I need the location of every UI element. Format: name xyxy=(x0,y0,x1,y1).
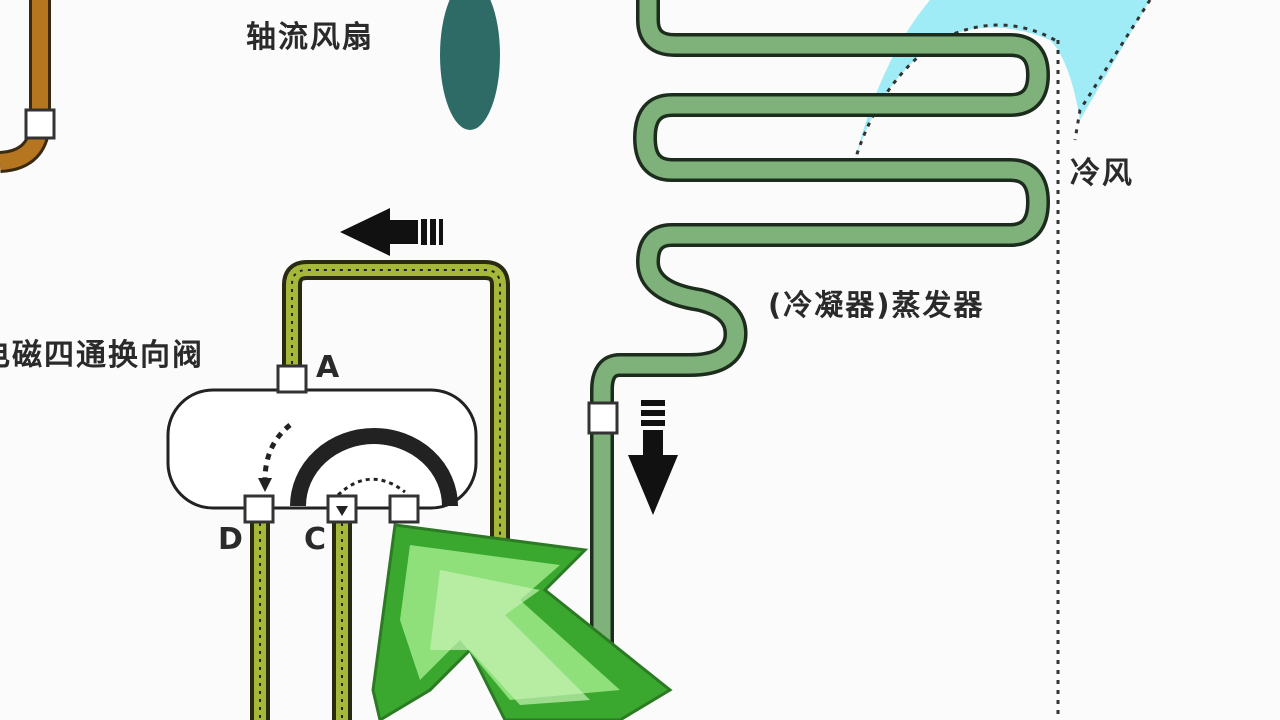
cold-air-flow xyxy=(855,0,1150,160)
pipe-joint xyxy=(587,401,619,435)
valve-slider xyxy=(290,428,458,507)
port-a-label: A xyxy=(316,350,342,385)
port-c xyxy=(326,494,358,524)
flow-arrow-down-icon xyxy=(628,400,678,515)
port-c-label: C xyxy=(304,522,329,557)
valve-label: 电磁四通换向阀 xyxy=(0,338,204,373)
pipe-joint xyxy=(24,108,56,140)
port-d-label: D xyxy=(218,522,245,557)
port-d xyxy=(243,494,275,524)
valve-pipes xyxy=(250,260,510,720)
evaporator-coil xyxy=(590,0,1051,720)
port-a xyxy=(276,364,308,394)
big-flow-arrow-icon xyxy=(371,523,673,720)
port-e xyxy=(388,494,420,524)
flow-arrow-left-icon xyxy=(340,208,443,256)
evaporator-label: (冷凝器)蒸发器 xyxy=(768,288,985,322)
fan-label: 轴流风扇 xyxy=(246,20,374,55)
cold-air-label: 冷风 xyxy=(1070,156,1134,191)
fan-blade xyxy=(440,0,500,130)
